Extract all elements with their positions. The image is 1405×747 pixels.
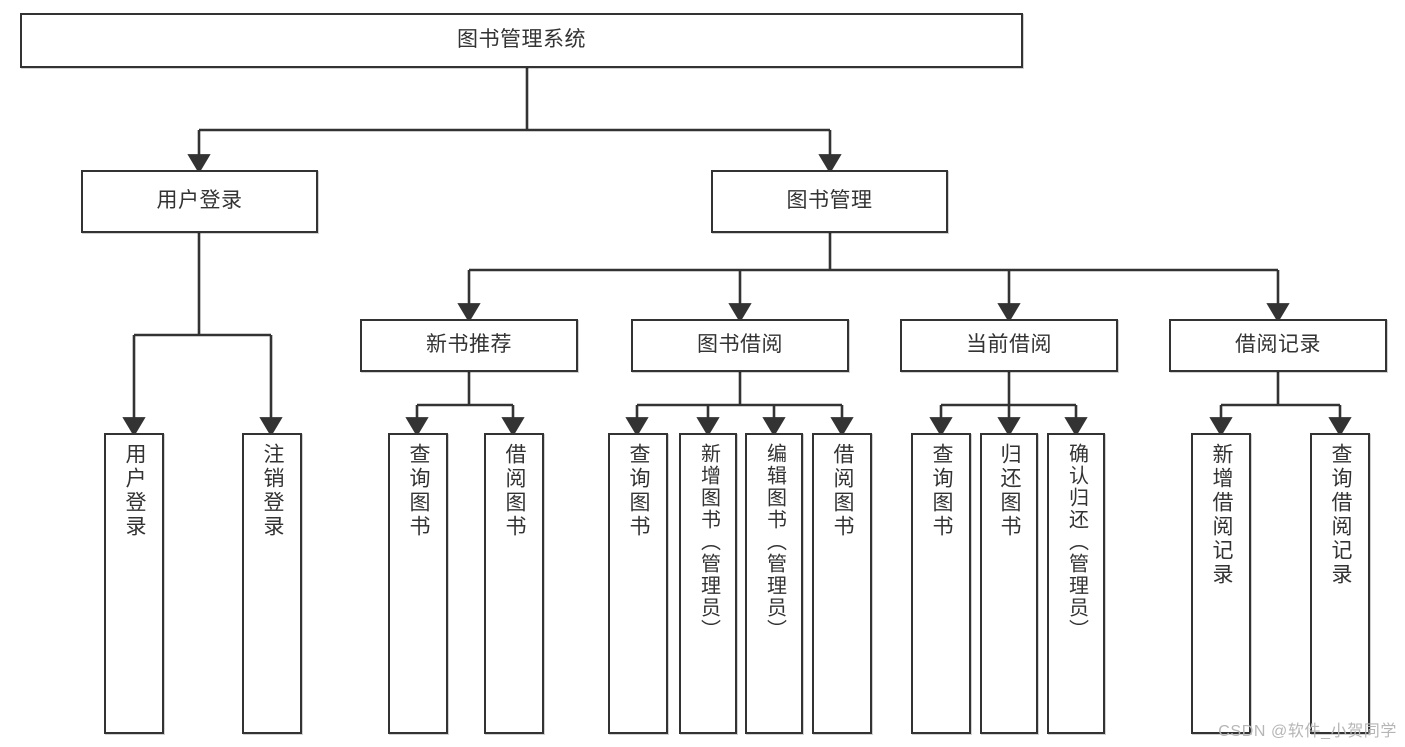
node-label: 借阅记录 bbox=[1235, 333, 1321, 357]
leaf-borrow-record-add-record[interactable]: 新增借阅记录 bbox=[1191, 433, 1251, 734]
node-label: 图书管理 bbox=[786, 189, 873, 213]
node-label: 用户登录 bbox=[156, 189, 243, 213]
node-book-borrow[interactable]: 图书借阅 bbox=[631, 319, 849, 372]
node-label: 借阅图书 bbox=[831, 443, 855, 539]
leaf-current-borrow-return-book[interactable]: 归还图书 bbox=[980, 433, 1038, 734]
node-label: 编辑图书（管理员） bbox=[763, 443, 786, 641]
leaf-book-borrow-add-book-admin[interactable]: 新增图书（管理员） bbox=[679, 433, 737, 734]
leaf-user-login-logout[interactable]: 注销登录 bbox=[242, 433, 302, 734]
node-label: 新增借阅记录 bbox=[1210, 443, 1234, 587]
node-label: 查询借阅记录 bbox=[1329, 443, 1353, 587]
csdn-watermark: CSDN @软件_小贺同学 bbox=[1218, 723, 1397, 740]
node-new-book-recommend[interactable]: 新书推荐 bbox=[360, 319, 578, 372]
node-label: 新增图书（管理员） bbox=[697, 443, 720, 641]
node-book-management[interactable]: 图书管理 bbox=[711, 170, 948, 233]
node-label: 用户登录 bbox=[123, 443, 147, 539]
node-current-borrow[interactable]: 当前借阅 bbox=[900, 319, 1118, 372]
node-user-login[interactable]: 用户登录 bbox=[81, 170, 318, 233]
node-label: 图书管理系统 bbox=[457, 28, 586, 52]
node-label: 确认归还（管理员） bbox=[1065, 443, 1088, 641]
node-label: 查询图书 bbox=[930, 443, 954, 539]
node-label: 注销登录 bbox=[261, 443, 285, 539]
node-label: 当前借阅 bbox=[966, 333, 1052, 357]
leaf-book-borrow-edit-book-admin[interactable]: 编辑图书（管理员） bbox=[745, 433, 803, 734]
leaf-book-borrow-borrow-book[interactable]: 借阅图书 bbox=[812, 433, 872, 734]
node-label: 新书推荐 bbox=[426, 333, 512, 357]
leaf-new-book-borrow-book[interactable]: 借阅图书 bbox=[484, 433, 544, 734]
node-label: 归还图书 bbox=[998, 443, 1022, 539]
leaf-user-login-login[interactable]: 用户登录 bbox=[104, 433, 164, 734]
leaf-book-borrow-query-book[interactable]: 查询图书 bbox=[608, 433, 668, 734]
leaf-current-borrow-confirm-return-admin[interactable]: 确认归还（管理员） bbox=[1047, 433, 1105, 734]
node-label: 图书借阅 bbox=[697, 333, 783, 357]
node-label: 查询图书 bbox=[407, 443, 431, 539]
node-label: 查询图书 bbox=[627, 443, 651, 539]
node-borrow-record[interactable]: 借阅记录 bbox=[1169, 319, 1387, 372]
leaf-current-borrow-query-book[interactable]: 查询图书 bbox=[911, 433, 971, 734]
node-root-book-management-system[interactable]: 图书管理系统 bbox=[20, 13, 1023, 68]
leaf-new-book-query-book[interactable]: 查询图书 bbox=[388, 433, 448, 734]
node-label: 借阅图书 bbox=[503, 443, 527, 539]
leaf-borrow-record-query-record[interactable]: 查询借阅记录 bbox=[1310, 433, 1370, 734]
